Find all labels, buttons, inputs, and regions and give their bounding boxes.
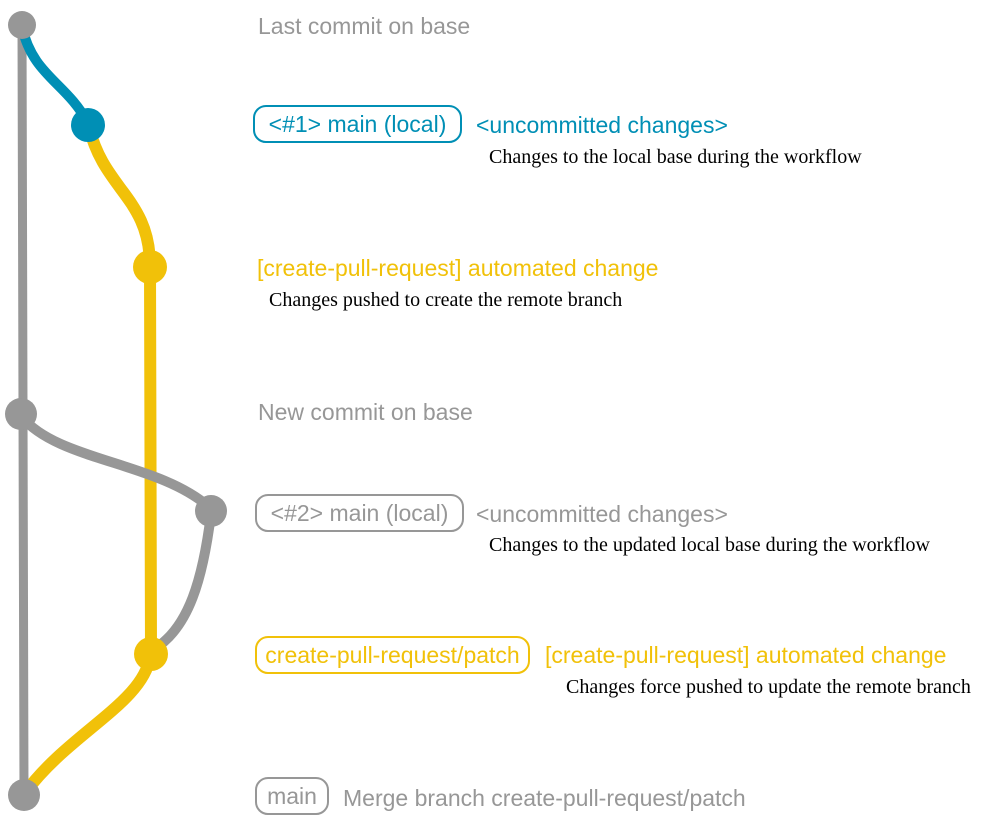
- commit-dot-merge: [8, 779, 40, 811]
- commit-message-uncommitted-2: <uncommitted changes>: [476, 501, 728, 527]
- commit-dot-last-base: [8, 11, 36, 39]
- commit-message-merge: Merge branch create-pull-request/patch: [343, 785, 746, 811]
- commit-dot-local-2: [195, 495, 227, 527]
- commit-message-automated-2: [create-pull-request] automated change: [545, 642, 947, 668]
- commit-message-uncommitted-1: <uncommitted changes>: [476, 112, 728, 138]
- patch-branch-line-merge: [19, 651, 156, 799]
- note-updated-local-base-changes: Changes to the updated local base during…: [489, 534, 930, 556]
- commit-dot-patch-2: [134, 637, 168, 671]
- note-force-push-remote-branch: Changes force pushed to update the remot…: [566, 676, 971, 698]
- branch-label-main: main: [255, 777, 329, 815]
- note-local-base-changes: Changes to the local base during the wor…: [489, 146, 862, 168]
- local-branch-line-2-reset: [149, 509, 216, 654]
- local-branch-line-1: [17, 22, 93, 128]
- branch-label-main-local-2: <#2> main (local): [255, 494, 464, 532]
- commit-dot-new-base: [5, 398, 37, 430]
- annotation-new-commit: New commit on base: [258, 399, 473, 425]
- commit-dot-local-1: [71, 108, 105, 142]
- patch-branch-line-upper: [83, 121, 156, 272]
- local-branch-line-2: [17, 412, 214, 512]
- annotation-last-commit: Last commit on base: [258, 13, 471, 39]
- patch-branch-line-vertical: [144, 260, 157, 661]
- commit-message-automated-1: [create-pull-request] automated change: [257, 255, 659, 281]
- branch-label-patch: create-pull-request/patch: [255, 636, 530, 674]
- note-push-remote-branch: Changes pushed to create the remote bran…: [269, 289, 623, 311]
- commit-dot-patch-1: [133, 250, 167, 284]
- branch-label-main-local-1: <#1> main (local): [253, 105, 462, 143]
